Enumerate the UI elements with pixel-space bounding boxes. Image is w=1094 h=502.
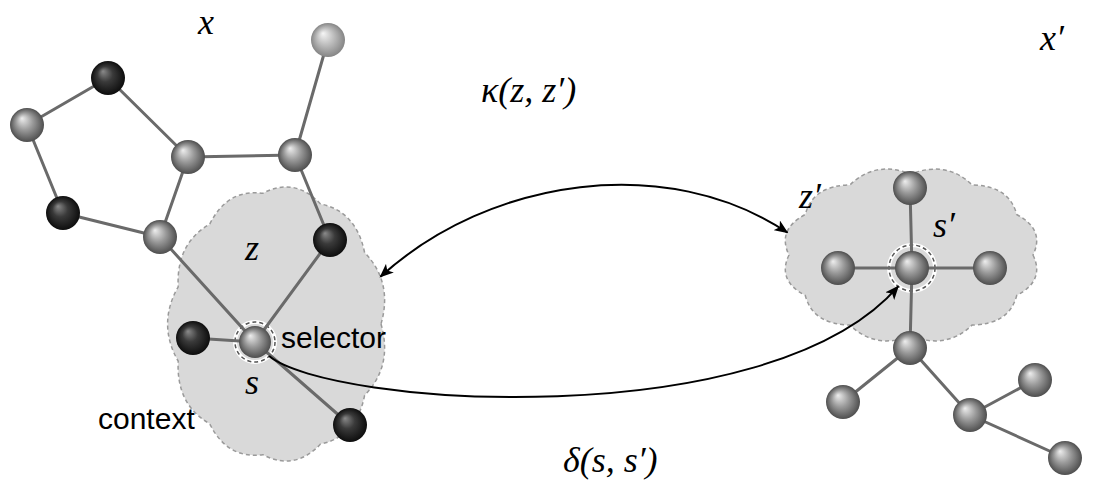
text-holder: z′ (799, 176, 821, 217)
ring-halo (889, 245, 935, 291)
atom (953, 398, 987, 432)
atom-symbol: s (245, 362, 259, 403)
molecule-label: x′ (1040, 18, 1064, 59)
kernel-label: δ(s, s′) (560, 440, 661, 481)
atom (10, 108, 44, 142)
text-holder: κ(z, z′) (478, 70, 579, 111)
text-holder: x (198, 2, 214, 43)
bond (255, 342, 350, 425)
atom (333, 408, 367, 442)
text-holder: x′ (1040, 18, 1064, 59)
atom (973, 251, 1007, 285)
atom (143, 220, 177, 254)
kernel-label: κ(z, z′) (478, 70, 579, 111)
molecule-label: x (198, 2, 214, 43)
region-symbol: z′ (799, 176, 821, 217)
bond (295, 40, 328, 155)
ring-outline (889, 245, 935, 291)
text-holder: selector (281, 321, 386, 356)
text-holder: δ(s, s′) (560, 440, 661, 481)
atom (278, 138, 312, 172)
text-holder: z (245, 228, 259, 269)
atom (91, 61, 125, 95)
atom (311, 23, 345, 57)
curved-arrow (269, 286, 898, 397)
bond (160, 237, 255, 342)
selector-label: selector (281, 321, 386, 356)
text-holder: s′ (933, 205, 955, 246)
atom (1018, 363, 1052, 397)
atom (895, 251, 929, 285)
atom (176, 321, 210, 355)
atom (893, 171, 927, 205)
atom (1048, 441, 1082, 475)
atom-symbol: s′ (933, 205, 955, 246)
region-symbol: z (245, 228, 259, 269)
text-holder: context (98, 402, 195, 437)
text-holder: s (245, 362, 259, 403)
atom (893, 331, 927, 365)
curved-arrow (380, 185, 787, 277)
region-label: context (98, 402, 195, 437)
atom (171, 140, 205, 174)
atom (313, 223, 347, 257)
bond (255, 240, 330, 342)
atom (826, 385, 860, 419)
atom (239, 326, 271, 358)
atom (821, 251, 855, 285)
atom (46, 196, 80, 230)
